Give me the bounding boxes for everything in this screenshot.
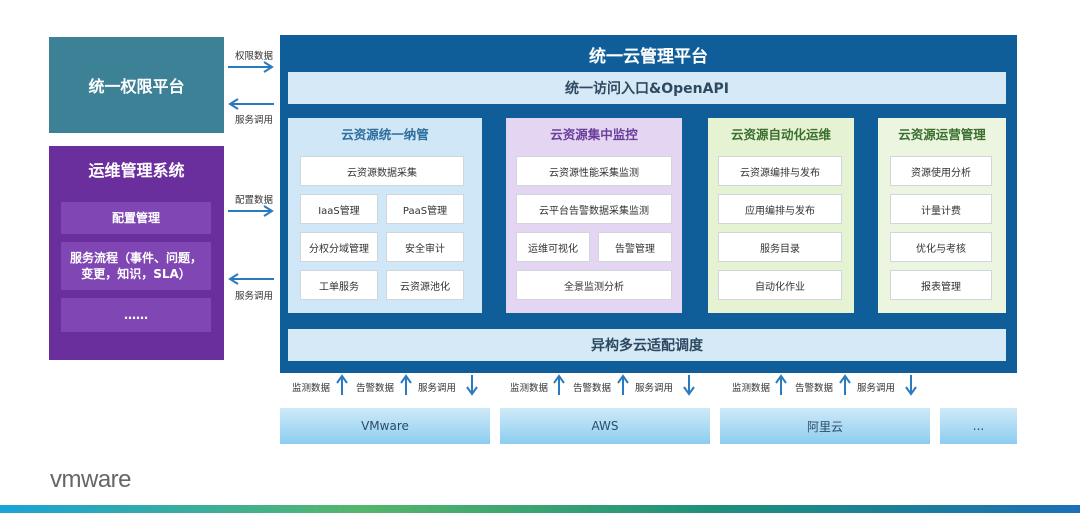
cloud-aliyun: 阿里云 [720, 408, 930, 444]
cell: 资源使用分析 [890, 156, 992, 186]
permission-platform-title: 统一权限平台 [88, 77, 185, 96]
cell: 应用编排与发布 [718, 194, 842, 224]
cloud-aws: AWS [500, 408, 710, 444]
service-call-label: 服务调用 [234, 115, 273, 126]
left-arrow-icon [228, 98, 274, 110]
right-arrow-icon [228, 61, 274, 73]
cloud-vmware: VMware [280, 408, 490, 444]
up-arrow-icon [775, 374, 787, 395]
up-arrow-icon [336, 374, 348, 395]
cell: 运维可视化 [516, 232, 590, 262]
unified-cloud-platform: 统一云管理平台 统一访问入口&OpenAPI 云资源统一纳管 云资源数据采集 I… [280, 35, 1017, 373]
column-automated-ops: 云资源自动化运维 云资源编排与发布 应用编排与发布 服务目录 自动化作业 [708, 118, 854, 313]
alarm-data-label: 告警数据 [795, 383, 834, 394]
column-operation-management: 云资源运营管理 资源使用分析 计量计费 优化与考核 报表管理 [878, 118, 1006, 313]
ops-management-system: 运维管理系统 配置管理 服务流程（事件、问题，变更，知识，SLA） …… [49, 146, 224, 360]
cell: 计量计费 [890, 194, 992, 224]
alarm-data-label: 告警数据 [356, 383, 395, 394]
down-arrow-icon [905, 375, 917, 396]
cell: 服务目录 [718, 232, 842, 262]
ops-item-process: 服务流程（事件、问题，变更，知识，SLA） [61, 242, 211, 290]
column-centralized-monitoring: 云资源集中监控 云资源性能采集监测 云平台告警数据采集监测 运维可视化 告警管理… [506, 118, 682, 313]
cell: 报表管理 [890, 270, 992, 300]
vmware-logo: vmware [50, 466, 132, 493]
column-title: 云资源自动化运维 [730, 126, 831, 142]
cell: 全景监测分析 [516, 270, 672, 300]
cell: 云资源池化 [386, 270, 464, 300]
cell: 云资源性能采集监测 [516, 156, 672, 186]
up-arrow-icon [839, 374, 851, 395]
down-arrow-icon [466, 375, 478, 396]
cell: 自动化作业 [718, 270, 842, 300]
up-arrow-icon [553, 374, 565, 395]
column-title: 云资源运营管理 [898, 126, 986, 142]
bottom-gradient-bar [0, 505, 1080, 513]
perm-data-label: 权限数据 [234, 51, 273, 62]
ops-item-config: 配置管理 [61, 202, 211, 234]
config-data-label: 配置数据 [234, 195, 273, 206]
cell: 云平台告警数据采集监测 [516, 194, 672, 224]
up-arrow-icon [617, 374, 629, 395]
cell: 分权分域管理 [300, 232, 378, 262]
service-call-label: 服务调用 [635, 383, 674, 394]
service-call-label: 服务调用 [234, 291, 273, 302]
permission-platform: 统一权限平台 [49, 37, 224, 133]
platform-title: 统一云管理平台 [589, 46, 708, 67]
cell: PaaS管理 [386, 194, 464, 224]
alarm-data-label: 告警数据 [573, 383, 612, 394]
monitor-data-label: 监测数据 [732, 383, 771, 394]
cell: 工单服务 [300, 270, 378, 300]
adapter-bar: 异构多云适配调度 [288, 329, 1006, 361]
access-bar: 统一访问入口&OpenAPI [288, 72, 1006, 104]
cell: IaaS管理 [300, 194, 378, 224]
cell: 云资源数据采集 [300, 156, 464, 186]
cloud-more: ... [940, 408, 1017, 444]
left-arrow-icon [228, 273, 274, 285]
cell: 安全审计 [386, 232, 464, 262]
service-call-label: 服务调用 [418, 383, 457, 394]
column-title: 云资源集中监控 [550, 126, 638, 142]
cell: 告警管理 [598, 232, 672, 262]
right-arrow-icon [228, 205, 274, 217]
down-arrow-icon [683, 375, 695, 396]
service-call-label: 服务调用 [857, 383, 896, 394]
monitor-data-label: 监测数据 [510, 383, 549, 394]
up-arrow-icon [400, 374, 412, 395]
column-title: 云资源统一纳管 [341, 126, 429, 142]
ops-item-more: …… [61, 298, 211, 332]
monitor-data-label: 监测数据 [292, 383, 331, 394]
column-resource-management: 云资源统一纳管 云资源数据采集 IaaS管理 PaaS管理 分权分域管理 安全审… [288, 118, 482, 313]
cell: 云资源编排与发布 [718, 156, 842, 186]
ops-system-title: 运维管理系统 [88, 161, 185, 180]
cell: 优化与考核 [890, 232, 992, 262]
